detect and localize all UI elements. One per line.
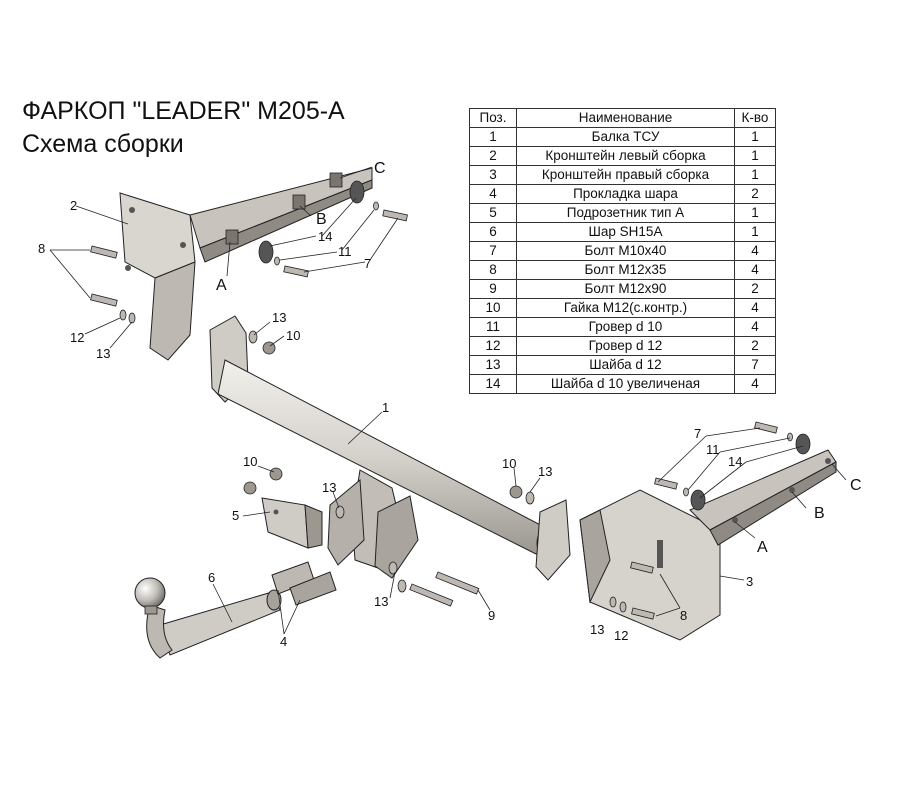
callout-14: 14: [318, 229, 332, 244]
ball-spacers: [271, 561, 337, 606]
callout-12: 12: [614, 628, 628, 643]
callout-13: 13: [322, 480, 336, 495]
callout-12: 12: [70, 330, 84, 345]
callout-6: 6: [208, 570, 215, 585]
cell-name: Гайка M12(с.контр.): [516, 298, 735, 318]
callout-1: 1: [382, 400, 389, 415]
callout-13: 13: [590, 622, 604, 637]
cell-name: Болт M12x90: [516, 279, 735, 299]
callout-13: 13: [374, 594, 388, 609]
callout-2: 2: [70, 198, 77, 213]
diagram-title: ФАРКОП "LEADER" M205-A: [22, 97, 345, 125]
parts-table-header-row: Поз. Наименование К-во: [469, 108, 776, 128]
callout-labels: 2 8 12 13 A B C 14 11 7 13 10 1 10 13 5 …: [38, 160, 862, 649]
callout-b: B: [814, 505, 825, 522]
cell-quantity: 4: [734, 298, 776, 318]
callout-10: 10: [286, 328, 300, 343]
callout-c: C: [374, 160, 386, 177]
callout-8: 8: [680, 608, 687, 623]
callout-9: 9: [488, 608, 495, 623]
callout-5: 5: [232, 508, 239, 523]
header-position: Поз.: [469, 108, 517, 128]
right-bracket: [579, 449, 837, 641]
callout-13: 13: [96, 346, 110, 361]
leader-lines: [49, 166, 847, 635]
callout-11: 11: [706, 442, 720, 457]
callout-b: B: [316, 211, 327, 228]
callout-10: 10: [243, 454, 257, 469]
cell-name: Кронштейн левый сборка: [516, 146, 735, 166]
callout-3: 3: [746, 574, 753, 589]
cell-name: Подрозетник тип А: [516, 203, 735, 223]
callout-7: 7: [364, 256, 371, 271]
tow-ball: [134, 577, 282, 659]
callout-c: C: [850, 477, 862, 494]
callout-8: 8: [38, 241, 45, 256]
callout-13: 13: [538, 464, 552, 479]
callout-13: 13: [272, 310, 286, 325]
callout-10: 10: [502, 456, 516, 471]
callout-a: A: [757, 539, 768, 556]
cell-quantity: 4: [734, 374, 776, 394]
cell-name: Шар SH15A: [516, 222, 735, 242]
cell-name: Прокладка шара: [516, 184, 735, 204]
main-beam: [209, 315, 571, 581]
callout-a: A: [216, 277, 227, 294]
cell-position: 11: [469, 317, 517, 337]
socket-bracket: [261, 497, 323, 549]
cell-quantity: 1: [734, 203, 776, 223]
callout-11: 11: [338, 244, 352, 259]
callout-14: 14: [728, 454, 742, 469]
callout-4: 4: [280, 634, 287, 649]
fasteners: [90, 180, 811, 620]
callout-7: 7: [694, 426, 701, 441]
left-bracket: [119, 167, 373, 361]
diagram-subtitle: Схема сборки: [22, 130, 184, 158]
